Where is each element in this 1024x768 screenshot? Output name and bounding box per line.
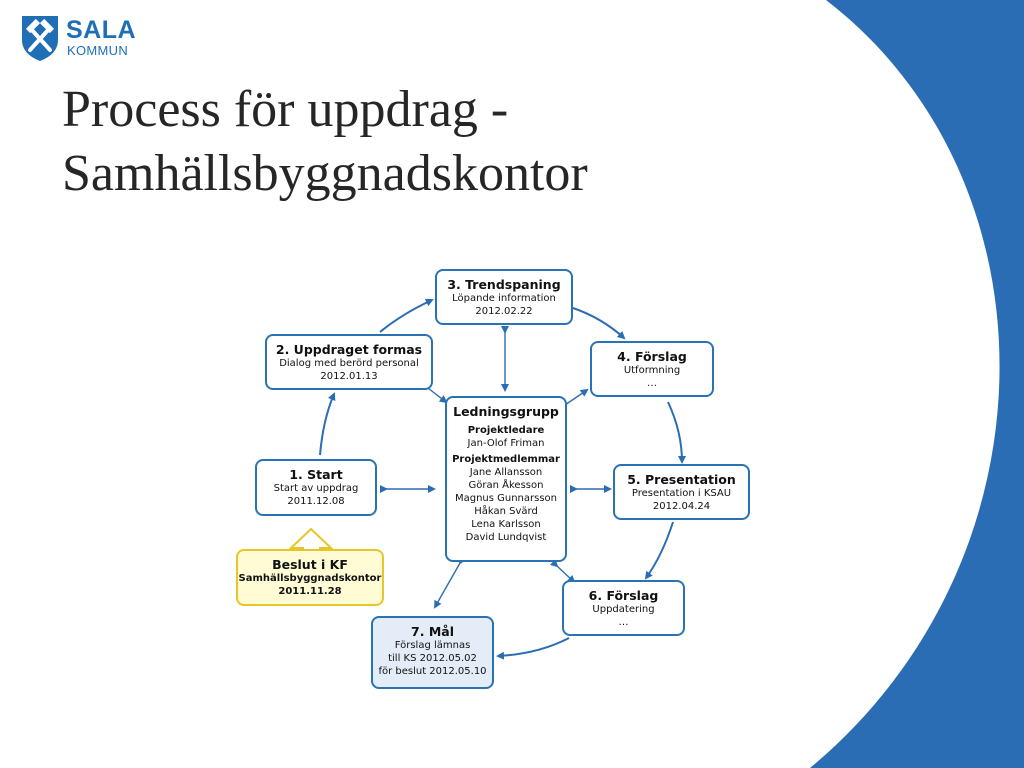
node-line: … [647, 378, 657, 389]
node-start: 1. Start Start av uppdrag 2011.12.08 [255, 459, 377, 516]
leader-title: Projektledare [467, 425, 545, 436]
node-trendspaning: 3. Trendspaning Löpande information 2012… [435, 269, 573, 325]
node-line: 2011.11.28 [278, 586, 342, 597]
node-heading: 1. Start [289, 467, 343, 482]
member-name: Jane Allansson [469, 467, 543, 478]
node-line: 2012.01.13 [320, 371, 378, 382]
node-uppdraget-formas: 2. Uppdraget formas Dialog med berörd pe… [265, 334, 433, 390]
node-forslag-utformning: 4. Förslag Utformning … [590, 341, 714, 397]
node-heading: Ledningsgrupp [453, 404, 559, 419]
node-line: … [618, 617, 629, 628]
arrow-forslag4-to-presentation [667, 401, 686, 464]
arrow-trend-to-forslag4 [572, 307, 626, 340]
page-title-line-2: Samhällsbyggnadskontor [62, 145, 588, 202]
member-name: Göran Åkesson [468, 480, 544, 491]
logo-subtitle: KOMMUN [67, 43, 129, 58]
node-heading: 6. Förslag [588, 588, 659, 603]
node-beslut-i-kf: Beslut i KF Samhällsbyggnadskontor 2011.… [236, 549, 384, 606]
node-line: för beslut 2012.05.10 [378, 666, 487, 677]
node-heading: 2. Uppdraget formas [275, 342, 423, 357]
arrow-start-to-formas [319, 392, 336, 456]
node-heading: Beslut i KF [272, 557, 348, 572]
node-line: 2011.12.08 [287, 496, 345, 507]
page-title-line-1: Process för uppdrag - [62, 81, 509, 138]
node-line: Samhällsbyggnadskontor [238, 573, 382, 584]
member-name: Håkan Svärd [474, 506, 538, 517]
node-mal: 7. Mål Förslag lämnas till KS 2012.05.02… [371, 616, 494, 689]
leader-name: Jan-Olof Friman [467, 438, 545, 449]
node-line: Förslag lämnas [394, 640, 471, 651]
node-forslag-uppdatering: 6. Förslag Uppdatering … [562, 580, 685, 636]
link-mal-ledning [434, 555, 467, 609]
node-line: Uppdatering [592, 604, 655, 615]
sala-kommun-logo: SALA KOMMUN [18, 14, 148, 66]
logo-name: SALA [66, 16, 137, 44]
node-presentation: 5. Presentation Presentation i KSAU 2012… [613, 464, 750, 520]
link-forslag4-ledning [557, 388, 589, 412]
node-line: Dialog med berörd personal [279, 358, 419, 369]
node-ledningsgrupp: Ledningsgrupp Projektledare Jan-Olof Fri… [445, 396, 567, 562]
kf-up-arrow [288, 527, 334, 552]
members-title: Projektmedlemmar [452, 454, 560, 465]
node-line: Löpande information [452, 293, 556, 304]
node-heading: 4. Förslag [617, 349, 687, 364]
node-line: Utformning [623, 365, 681, 376]
arrow-forslag6-to-mal [496, 637, 570, 660]
node-line: Presentation i KSAU [631, 488, 732, 499]
node-heading: 5. Presentation [627, 472, 736, 487]
arrow-formas-to-trend [379, 298, 434, 333]
page-title: Process för uppdrag - Samhällsbyggnadsko… [62, 78, 588, 206]
node-line: 2012.04.24 [652, 501, 711, 512]
link-forslag6-ledning [549, 558, 576, 584]
node-heading: 3. Trendspaning [447, 277, 561, 292]
member-name: Magnus Gunnarsson [454, 493, 558, 504]
node-line: till KS 2012.05.02 [388, 653, 477, 664]
node-line: 2012.02.22 [475, 306, 533, 317]
member-name: Lena Karlsson [471, 519, 541, 530]
node-line: Start av uppdrag [273, 483, 359, 494]
node-heading: 7. Mål [411, 624, 454, 639]
member-name: David Lundqvist [465, 532, 547, 543]
arrow-presentation-to-forslag6 [644, 521, 674, 580]
hammer-crest-icon [22, 16, 58, 61]
